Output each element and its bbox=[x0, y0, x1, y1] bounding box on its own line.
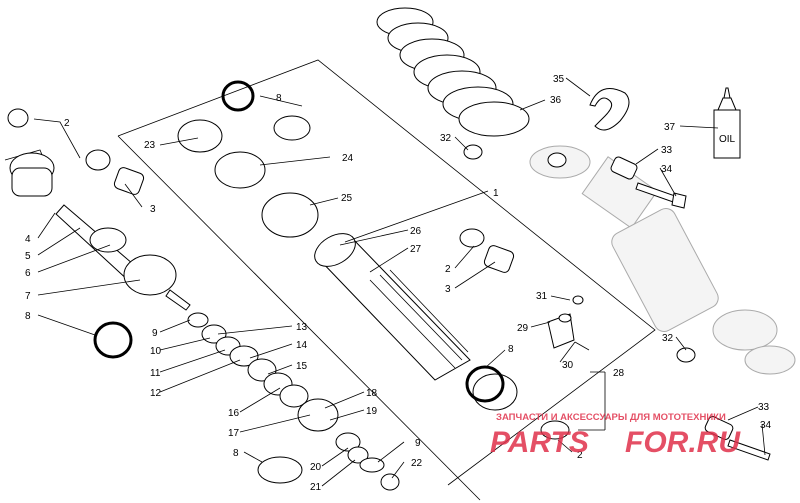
callout-8: 8 bbox=[508, 344, 514, 355]
callout-34: 34 bbox=[760, 420, 772, 431]
callout-13: 13 bbox=[296, 322, 308, 333]
callout-26: 26 bbox=[410, 226, 422, 237]
spring-seat-35 bbox=[589, 88, 630, 131]
assembled-shock-ghost bbox=[529, 145, 796, 375]
o-ring-left bbox=[93, 321, 133, 359]
highlight-o-rings bbox=[93, 80, 505, 403]
callout-2: 2 bbox=[445, 264, 451, 275]
oil-label: OIL bbox=[719, 134, 736, 145]
watermark-brand-right: FOR.RU bbox=[625, 426, 741, 459]
right-hardware bbox=[463, 144, 771, 461]
callout-21: 21 bbox=[310, 482, 322, 493]
callout-30: 30 bbox=[562, 360, 574, 371]
callout-28: 28 bbox=[613, 368, 625, 379]
callout-9: 9 bbox=[415, 438, 421, 449]
callout-17: 17 bbox=[228, 428, 240, 439]
callout-18: 18 bbox=[366, 388, 378, 399]
callout-2: 2 bbox=[64, 118, 70, 129]
callout-34: 34 bbox=[661, 164, 673, 175]
callout-2: 2 bbox=[577, 450, 583, 461]
callout-7: 7 bbox=[25, 291, 31, 302]
callout-6: 6 bbox=[25, 268, 31, 279]
callout-8: 8 bbox=[233, 448, 239, 459]
leader-lines bbox=[33, 77, 766, 487]
callout-16: 16 bbox=[228, 408, 240, 419]
callout-1: 1 bbox=[493, 188, 499, 199]
watermark: ЗАПЧАСТИ И АКСЕССУАРЫ ДЛЯ МОТОТЕХНИКИ PA… bbox=[490, 412, 741, 459]
callout-5: 5 bbox=[25, 251, 31, 262]
coil-spring bbox=[376, 7, 530, 137]
callout-19: 19 bbox=[366, 406, 378, 417]
callout-35: 35 bbox=[553, 74, 565, 85]
callout-9: 9 bbox=[152, 328, 158, 339]
callout-24: 24 bbox=[342, 153, 354, 164]
callout-22: 22 bbox=[411, 458, 423, 469]
callout-12: 12 bbox=[150, 388, 162, 399]
shaft-assembly bbox=[7, 108, 191, 311]
callout-32: 32 bbox=[662, 333, 674, 344]
callout-32: 32 bbox=[440, 133, 452, 144]
callout-37: 37 bbox=[664, 122, 676, 133]
callout-36: 36 bbox=[550, 95, 562, 106]
valve-stack bbox=[187, 312, 518, 491]
o-ring-top bbox=[221, 80, 255, 112]
callout-33: 33 bbox=[758, 402, 770, 413]
callout-14: 14 bbox=[296, 340, 308, 351]
watermark-brand-left: PARTS bbox=[490, 426, 589, 459]
callout-8: 8 bbox=[25, 311, 31, 322]
callout-3: 3 bbox=[150, 204, 156, 215]
callout-33: 33 bbox=[661, 145, 673, 156]
callout-labels: 1 2 2 2 3 3 4 5 6 7 8 8 8 8 9 9 10 11 12… bbox=[25, 74, 772, 493]
watermark-tagline: ЗАПЧАСТИ И АКСЕССУАРЫ ДЛЯ МОТОТЕХНИКИ bbox=[496, 412, 726, 423]
callout-29: 29 bbox=[517, 323, 529, 334]
callout-15: 15 bbox=[296, 361, 308, 372]
top-stack bbox=[177, 115, 515, 273]
callout-20: 20 bbox=[310, 462, 322, 473]
callout-8: 8 bbox=[276, 93, 282, 104]
o-ring-center bbox=[465, 365, 505, 403]
callout-31: 31 bbox=[536, 291, 548, 302]
callout-10: 10 bbox=[150, 346, 162, 357]
callout-3: 3 bbox=[445, 284, 451, 295]
oil-bottle: OIL bbox=[713, 87, 741, 159]
callout-23: 23 bbox=[144, 140, 156, 151]
callout-11: 11 bbox=[150, 368, 161, 379]
callout-25: 25 bbox=[341, 193, 353, 204]
reservoir-body bbox=[314, 233, 471, 381]
callout-4: 4 bbox=[25, 234, 31, 245]
callout-27: 27 bbox=[410, 244, 422, 255]
